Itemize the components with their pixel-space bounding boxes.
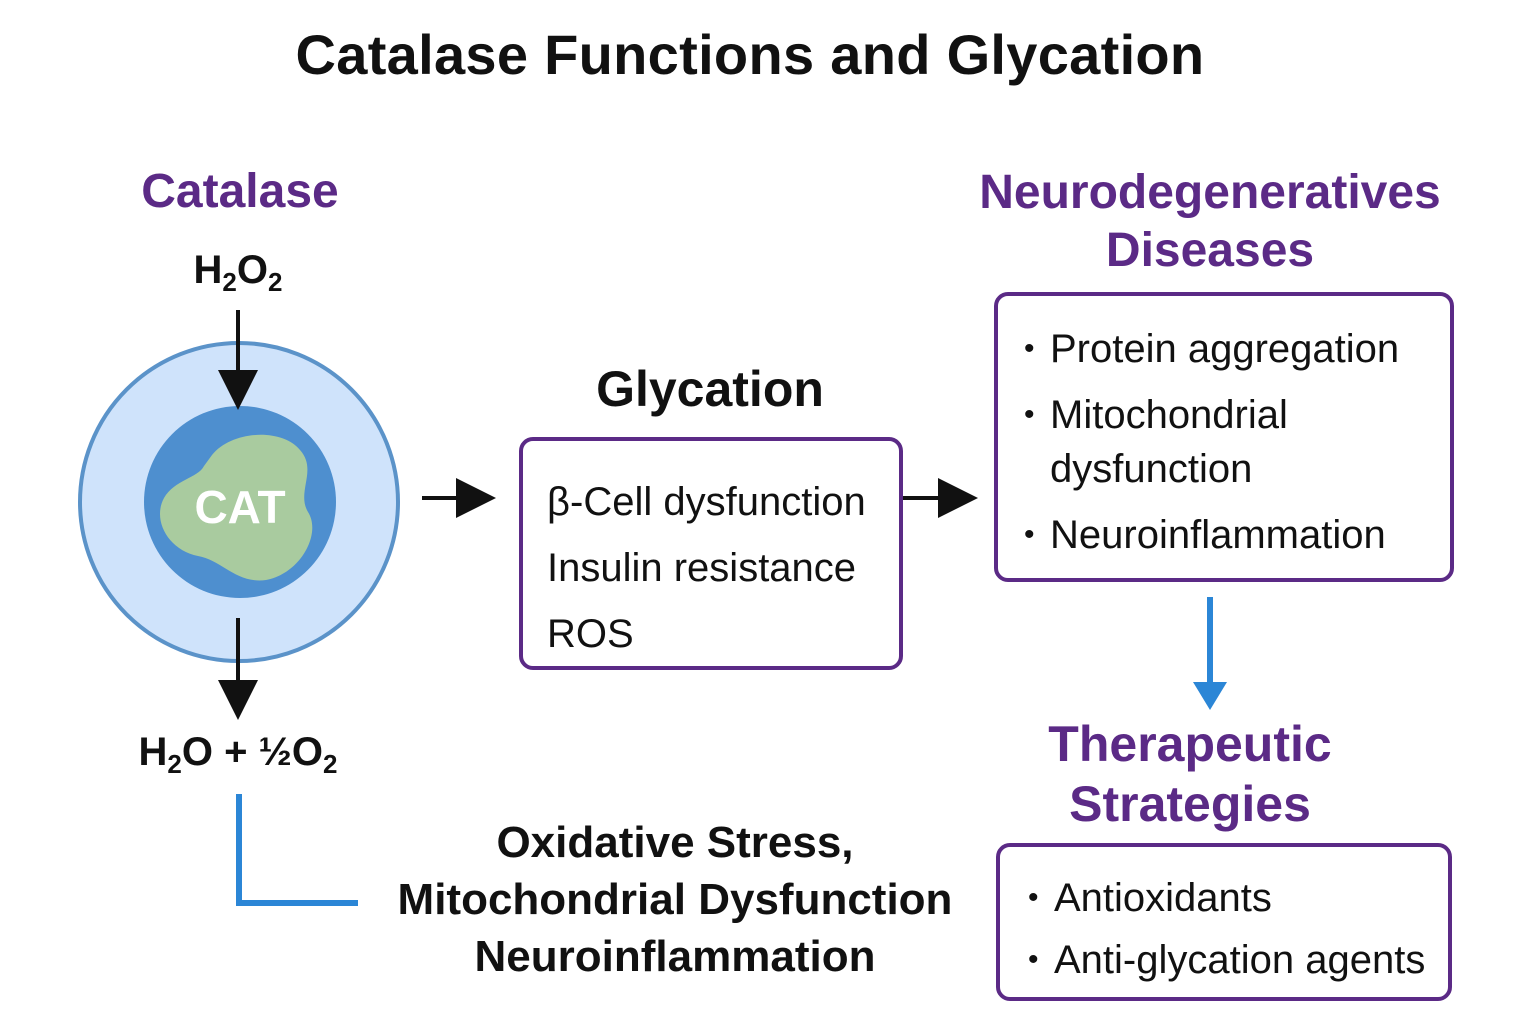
therapeutic-heading: Therapeutic Strategies — [960, 714, 1420, 834]
glycation-item: Insulin resistance — [547, 546, 857, 590]
therapeutic-item: •Anti-glycation agents — [1028, 933, 1448, 987]
therapeutic-heading-line2: Strategies — [1069, 776, 1311, 832]
neuro-item: •Neuroinflammation — [1024, 508, 1450, 562]
catalase-enzyme-blob — [159, 434, 313, 581]
substrate-h2o2-label: H2O2 — [193, 248, 283, 297]
therapeutic-box: •Antioxidants •Anti-glycation agents — [996, 843, 1452, 1001]
therapeutic-heading-line1: Therapeutic — [1048, 716, 1332, 772]
consequences-text: Oxidative Stress, Mitochondrial Dysfunct… — [340, 814, 1010, 985]
catalase-heading: Catalase — [141, 165, 339, 218]
neuro-item: •Mitochondrial dysfunction — [1024, 388, 1350, 496]
glycation-item: β-Cell dysfunction — [547, 480, 866, 524]
glycation-item: ROS — [547, 612, 634, 656]
therapeutic-item: •Antioxidants — [1028, 871, 1448, 925]
neuro-heading-line2: Diseases — [1105, 224, 1315, 277]
glycation-box: β-Cell dysfunction Insulin resistance RO… — [519, 437, 903, 670]
arrow-neuro-to-therapeutic-head — [1193, 682, 1227, 710]
bullet-icon: • — [1028, 943, 1039, 976]
neuro-heading: Neurodegeneratives Diseases — [940, 164, 1480, 280]
page-title: Catalase Functions and Glycation — [295, 23, 1205, 86]
bullet-icon: • — [1024, 332, 1035, 365]
neuro-heading-line1: Neurodegeneratives — [979, 166, 1441, 219]
neuro-box: •Protein aggregation •Mitochondrial dysf… — [994, 292, 1454, 582]
products-label: H2O + ½O2 — [138, 730, 338, 779]
bullet-icon: • — [1024, 398, 1035, 431]
neuro-item: •Protein aggregation — [1024, 322, 1450, 376]
consequences-line1: Oxidative Stress, — [496, 818, 854, 867]
cat-enzyme-label: CAT — [194, 481, 286, 533]
glycation-heading: Glycation — [596, 361, 824, 417]
bullet-icon: • — [1024, 518, 1035, 551]
connector-products-to-consequences — [236, 794, 358, 906]
consequences-line2: Mitochondrial Dysfunction — [397, 875, 953, 924]
consequences-line3: Neuroinflammation — [474, 932, 876, 981]
bullet-icon: • — [1028, 881, 1039, 914]
